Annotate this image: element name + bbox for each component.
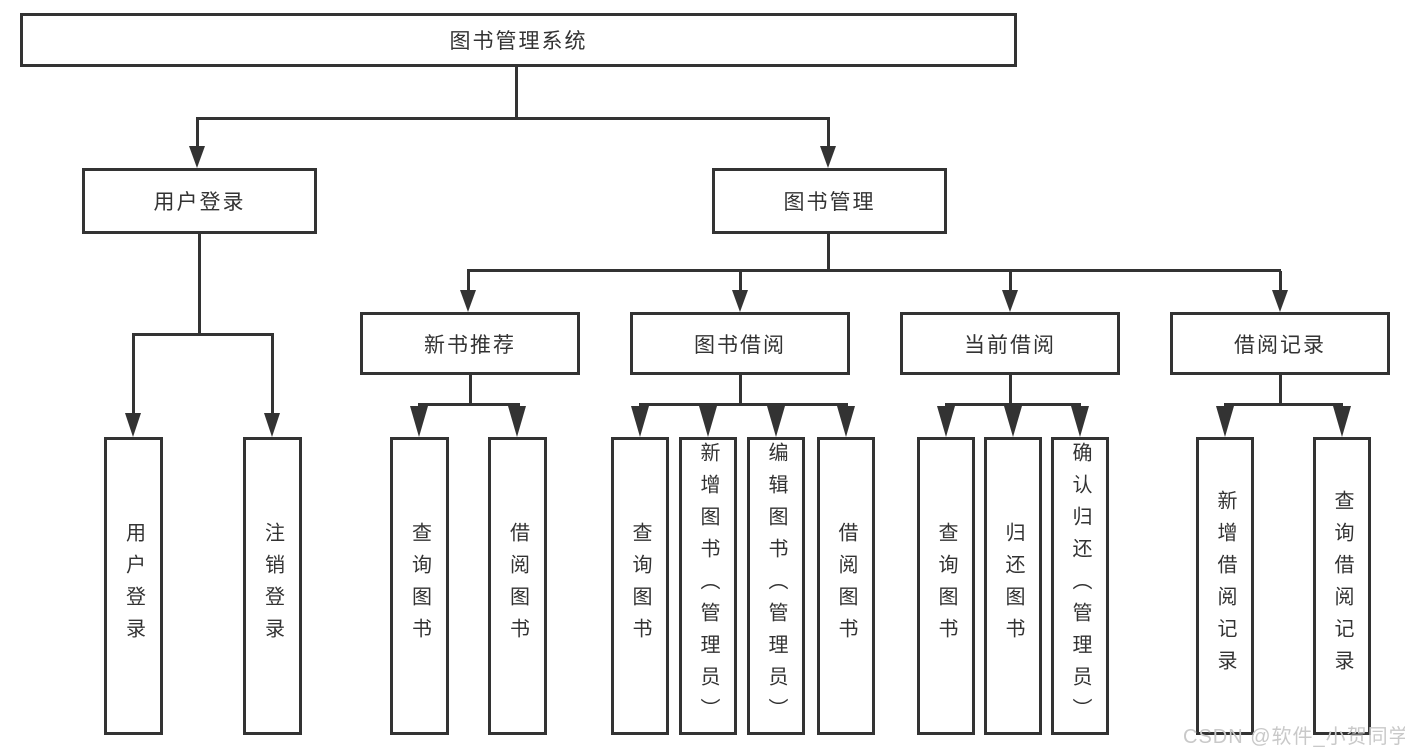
connector-line bbox=[198, 234, 201, 335]
leaf-borrow-books-recommend: 借阅图书 bbox=[488, 437, 547, 735]
node-root: 图书管理系统 bbox=[20, 13, 1017, 67]
connector-line bbox=[132, 333, 274, 336]
leaf-query-books-recommend-label: 查询图书 bbox=[408, 522, 431, 650]
connector-line bbox=[1279, 375, 1282, 405]
connector-arrowhead bbox=[767, 406, 785, 437]
node-user-login: 用户登录 bbox=[82, 168, 317, 234]
connector-line bbox=[1009, 271, 1012, 290]
connector-line bbox=[196, 117, 830, 120]
connector-line bbox=[827, 234, 830, 272]
leaf-add-borrow-record: 新增借阅记录 bbox=[1196, 437, 1254, 735]
connector-line bbox=[469, 375, 472, 405]
connector-arrowhead bbox=[189, 146, 205, 168]
leaf-logout: 注销登录 bbox=[243, 437, 302, 735]
connector-arrowhead bbox=[1272, 290, 1288, 312]
connector-arrowhead bbox=[937, 406, 955, 437]
leaf-edit-book-admin: 编辑图书（管理员） bbox=[747, 437, 805, 735]
connector-line bbox=[467, 271, 470, 290]
connector-arrowhead bbox=[1333, 406, 1351, 437]
connector-arrowhead bbox=[410, 406, 428, 437]
connector-line bbox=[418, 403, 520, 406]
leaf-borrow-books-2: 借阅图书 bbox=[817, 437, 875, 735]
leaf-confirm-return-admin: 确认归还（管理员） bbox=[1051, 437, 1109, 735]
leaf-return-book-label: 归还图书 bbox=[1002, 522, 1024, 650]
connector-arrowhead bbox=[1216, 406, 1234, 437]
node-new-book-recommend: 新书推荐 bbox=[360, 312, 580, 375]
connector-line bbox=[739, 375, 742, 405]
connector-arrowhead bbox=[125, 413, 141, 437]
leaf-edit-book-admin-label: 编辑图书（管理员） bbox=[765, 442, 787, 730]
leaf-add-borrow-record-label: 新增借阅记录 bbox=[1214, 490, 1236, 682]
leaf-query-books-current: 查询图书 bbox=[917, 437, 975, 735]
leaf-borrow-books-recommend-label: 借阅图书 bbox=[506, 522, 529, 650]
leaf-return-book: 归还图书 bbox=[984, 437, 1042, 735]
connector-line bbox=[467, 269, 1281, 272]
connector-line bbox=[1009, 375, 1012, 405]
connector-arrowhead bbox=[837, 406, 855, 437]
connector-line bbox=[739, 271, 742, 290]
node-borrow-records-label: 借阅记录 bbox=[1234, 333, 1326, 357]
leaf-query-borrow-record-label: 查询借阅记录 bbox=[1331, 490, 1353, 682]
connector-line bbox=[271, 335, 274, 413]
connector-arrowhead bbox=[508, 406, 526, 437]
leaf-user-login: 用户登录 bbox=[104, 437, 163, 735]
connector-arrowhead bbox=[460, 290, 476, 312]
node-book-borrow-label: 图书借阅 bbox=[694, 333, 786, 357]
connector-line bbox=[945, 403, 1081, 406]
leaf-logout-label: 注销登录 bbox=[261, 522, 284, 650]
node-user-login-label: 用户登录 bbox=[153, 191, 246, 214]
connector-arrowhead bbox=[820, 146, 836, 168]
connector-arrowhead bbox=[1002, 290, 1018, 312]
connector-line bbox=[639, 403, 848, 406]
leaf-add-book-admin: 新增图书（管理员） bbox=[679, 437, 737, 735]
watermark: CSDN @软件_小贺同学 bbox=[1183, 726, 1405, 747]
connector-line bbox=[196, 119, 199, 148]
leaf-query-borrow-record: 查询借阅记录 bbox=[1313, 437, 1371, 735]
leaf-user-login-label: 用户登录 bbox=[122, 522, 145, 650]
node-current-borrow: 当前借阅 bbox=[900, 312, 1120, 375]
connector-arrowhead bbox=[1004, 406, 1022, 437]
node-new-book-recommend-label: 新书推荐 bbox=[424, 333, 516, 357]
node-book-management-label: 图书管理 bbox=[783, 191, 876, 214]
connector-arrowhead bbox=[732, 290, 748, 312]
leaf-query-books-recommend: 查询图书 bbox=[390, 437, 449, 735]
node-book-management: 图书管理 bbox=[712, 168, 947, 234]
leaf-query-books-borrow: 查询图书 bbox=[611, 437, 669, 735]
node-current-borrow-label: 当前借阅 bbox=[964, 333, 1056, 357]
node-root-label: 图书管理系统 bbox=[449, 30, 588, 53]
leaf-query-books-current-label: 查询图书 bbox=[935, 522, 957, 650]
leaf-add-book-admin-label: 新增图书（管理员） bbox=[697, 442, 719, 730]
connector-line bbox=[132, 335, 135, 413]
leaf-borrow-books-2-label: 借阅图书 bbox=[835, 522, 857, 650]
connector-arrowhead bbox=[699, 406, 717, 437]
connector-line bbox=[827, 119, 830, 148]
connector-line bbox=[1279, 271, 1282, 290]
connector-arrowhead bbox=[264, 413, 280, 437]
leaf-query-books-borrow-label: 查询图书 bbox=[629, 522, 651, 650]
connector-arrowhead bbox=[1071, 406, 1089, 437]
connector-line bbox=[515, 67, 518, 118]
connector-arrowhead bbox=[631, 406, 649, 437]
node-book-borrow: 图书借阅 bbox=[630, 312, 850, 375]
leaf-confirm-return-admin-label: 确认归还（管理员） bbox=[1069, 442, 1091, 730]
node-borrow-records: 借阅记录 bbox=[1170, 312, 1390, 375]
connector-line bbox=[1224, 403, 1343, 406]
